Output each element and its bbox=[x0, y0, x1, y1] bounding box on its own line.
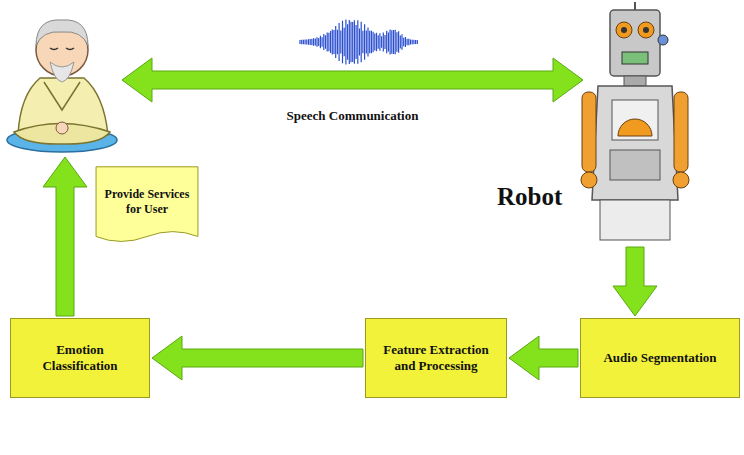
node-text: Provide Services for User bbox=[103, 187, 191, 217]
robot-node: Robot bbox=[585, 5, 685, 245]
robot-figure bbox=[581, 2, 689, 240]
flow-arrow bbox=[122, 58, 583, 102]
flow-arrow bbox=[43, 157, 87, 316]
edge-label: Speech Communication bbox=[284, 108, 422, 124]
flow-arrow bbox=[509, 336, 578, 380]
process-box: Audio Segmentation bbox=[580, 318, 740, 398]
node-text: Feature Extraction and Processing bbox=[372, 342, 500, 375]
user-node: User bbox=[8, 5, 120, 155]
speech-waveform bbox=[300, 20, 417, 65]
flow-arrow bbox=[152, 336, 363, 380]
flow-arrow bbox=[613, 247, 657, 316]
user-figure bbox=[7, 20, 117, 152]
node-text: Emotion Classification bbox=[17, 342, 143, 375]
actor-label: Robot bbox=[497, 183, 562, 211]
process-box: Feature Extraction and Processing bbox=[365, 318, 507, 398]
node-text: Audio Segmentation bbox=[603, 350, 716, 366]
process-box: Emotion Classification bbox=[10, 318, 150, 398]
document-note: Provide Services for User bbox=[95, 166, 199, 248]
